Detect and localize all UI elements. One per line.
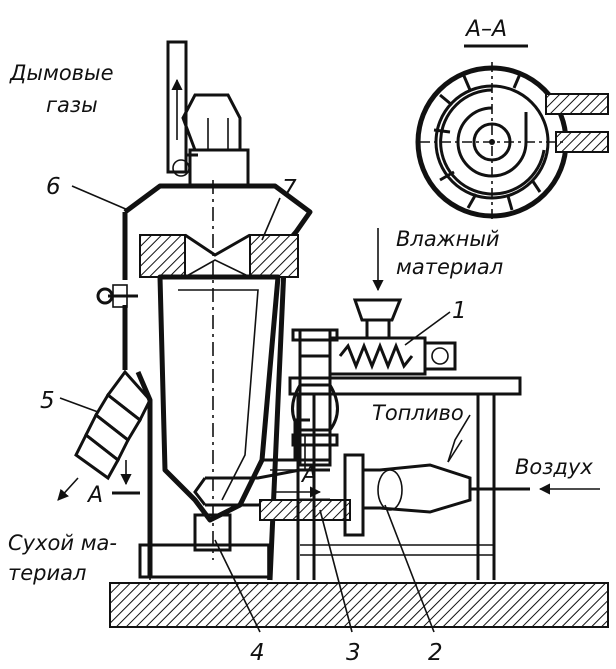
label-dry-material-line1: Сухой ма-: [8, 531, 117, 555]
label-fuel: Топливо: [372, 401, 464, 425]
label-wet-material-line1: Влажный: [396, 227, 500, 251]
label-wet-material-line2: материал: [396, 255, 503, 279]
label-flue-gases-line2: газы: [46, 93, 98, 117]
bottom-outlet: [138, 513, 272, 580]
label-section-mark-center: А: [300, 463, 317, 488]
section-mark-left: [112, 460, 140, 495]
burner: [343, 414, 600, 537]
label-flue-gases-line1: Дымовые: [9, 61, 114, 85]
foundation: [109, 582, 609, 628]
screw-feeder: [300, 228, 457, 376]
flue-duct: [166, 40, 198, 177]
exhaust-head: [181, 93, 250, 188]
callout-2: 2: [428, 640, 443, 666]
label-section-mark-left: А: [86, 483, 103, 508]
label-air: Воздух: [515, 455, 593, 479]
callout-3: 3: [346, 640, 361, 666]
support-frame: [288, 376, 522, 580]
separator-ring: [139, 233, 299, 278]
label-dry-material-line2: териал: [8, 561, 86, 585]
burner-pipe: [193, 468, 351, 521]
section-detail: [415, 44, 609, 222]
callout-4: 4: [250, 640, 265, 666]
callout-5: 5: [40, 388, 55, 414]
callout-7: 7: [282, 176, 297, 202]
feed-pipe: [262, 418, 310, 471]
label-section-title: А–А: [464, 17, 507, 42]
callout-6: 6: [46, 174, 61, 200]
callout-1: 1: [452, 298, 467, 324]
leader-lines: [59, 185, 451, 633]
dry-material-outlet: [57, 369, 152, 501]
